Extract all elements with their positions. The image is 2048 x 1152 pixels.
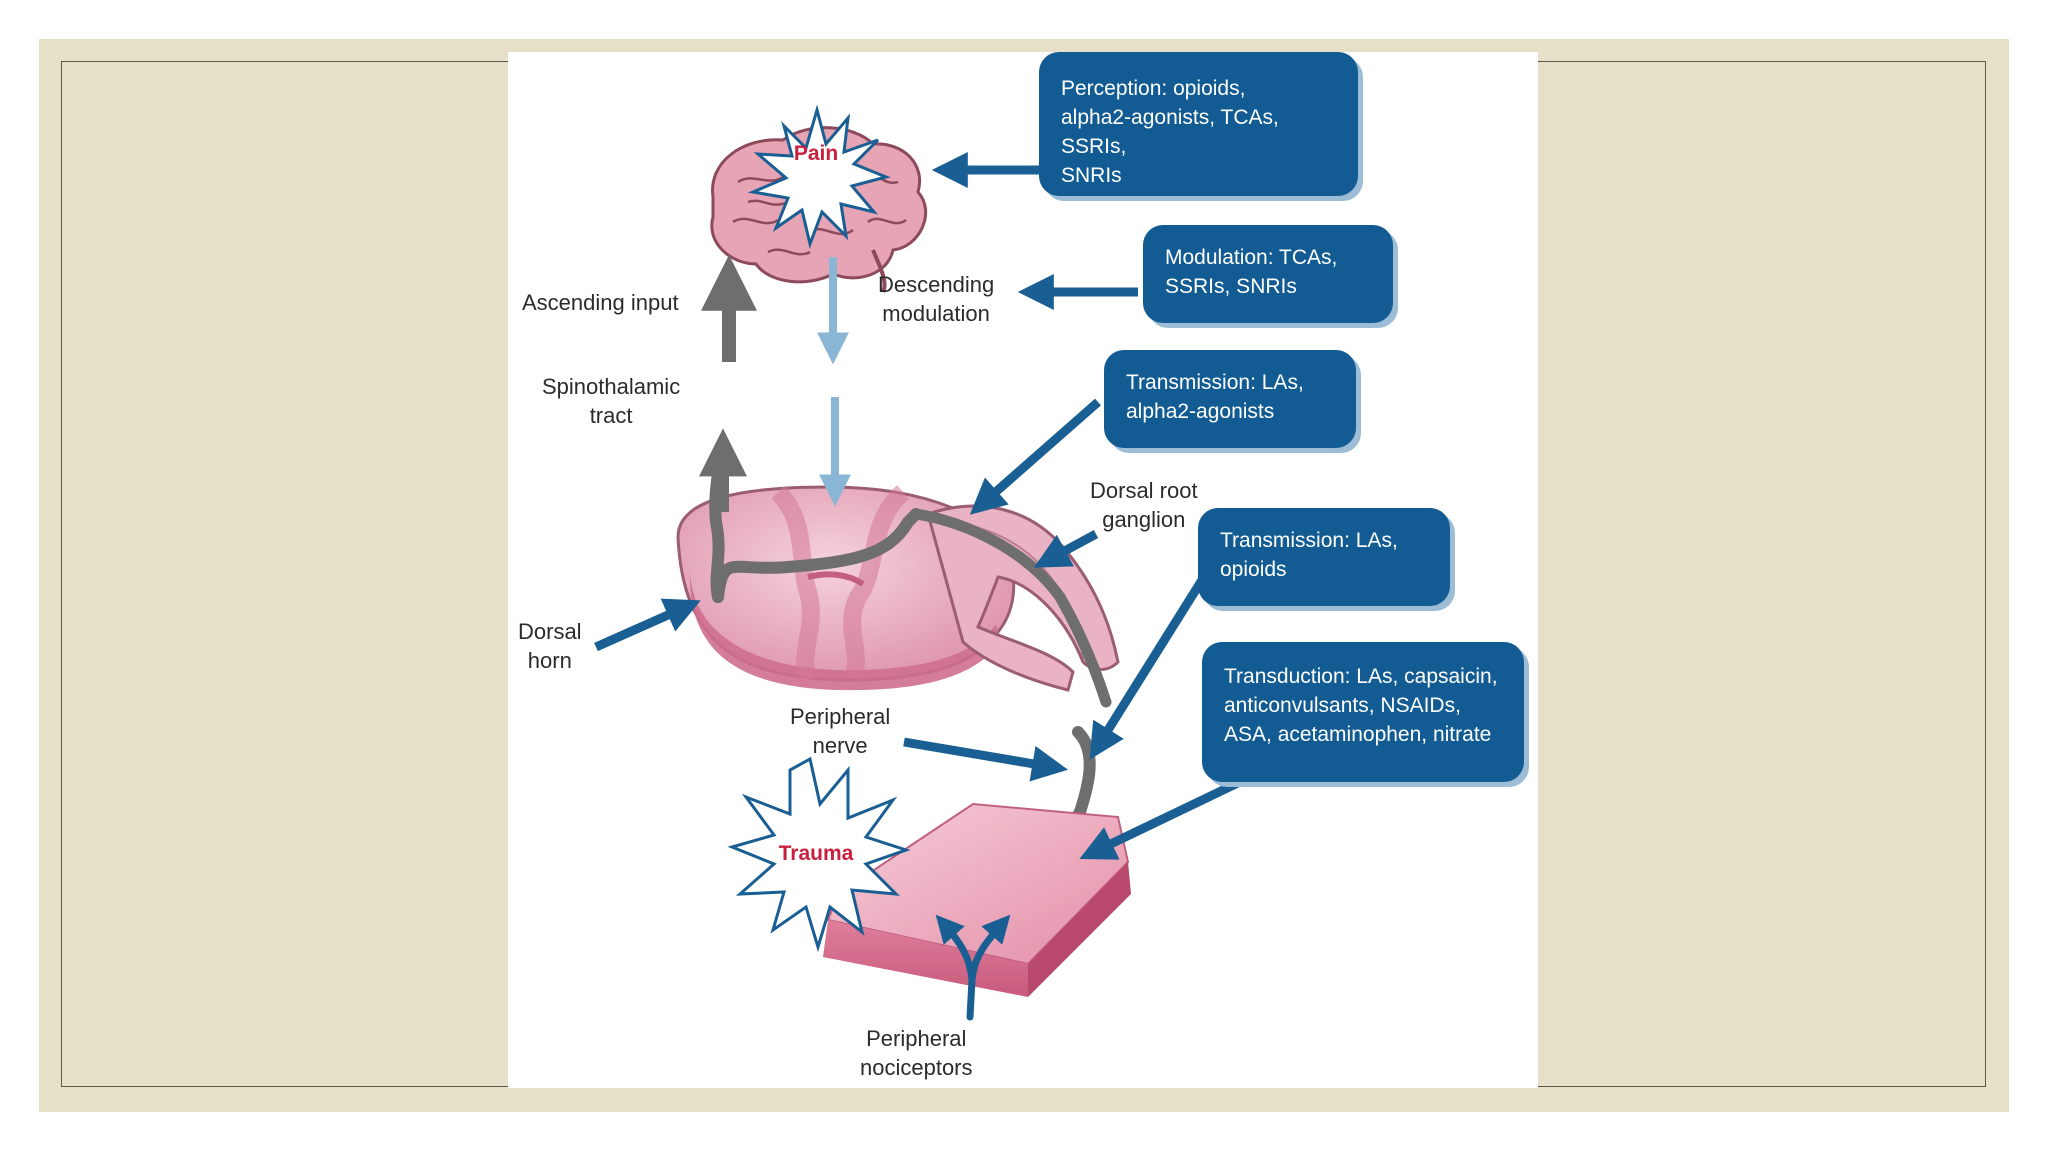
nociceptor-arrows (935, 914, 1011, 1021)
descending-modulation-line-1: Descending (878, 272, 995, 297)
ascending-input-label: Ascending input (522, 290, 679, 315)
descending-modulation-label: Descending modulation (878, 270, 994, 328)
perception-line-2: alpha2-agonists, TCAs, SSRIs, (1061, 106, 1279, 158)
descending-modulation-line-2: modulation (882, 301, 990, 326)
dorsal-horn-arrow (594, 598, 701, 652)
transmission-upper-arrow (969, 398, 1101, 515)
transmission-upper-callout: Transmission: LAs, alpha2-agonists (1104, 350, 1356, 448)
perception-line-1: Perception: opioids, (1061, 77, 1246, 100)
trauma-burst-icon (727, 756, 911, 953)
transmission-lower-line-1: Transmission: LAs, (1220, 529, 1398, 552)
modulation-callout: Modulation: TCAs, SSRIs, SNRIs (1143, 225, 1393, 323)
peripheral-nerve-label: Peripheral nerve (790, 702, 890, 760)
modulation-line-2: SSRIs, SNRIs (1165, 275, 1297, 298)
pain-label: Pain (793, 142, 839, 165)
spinal-cord-illustration (676, 485, 1120, 692)
spinothalamic-line-1: Spinothalamic (542, 374, 681, 399)
transduction-line-2: anticonvulsants, NSAIDs, (1224, 694, 1461, 717)
dorsal-root-ganglion-arrow (1033, 530, 1099, 568)
modulation-line-1: Modulation: TCAs, (1165, 246, 1338, 269)
transmission-lower-line-2: opioids (1220, 558, 1287, 581)
peripheral-nerve-arrow (903, 737, 1068, 782)
pain-burst-icon (747, 104, 891, 250)
transmission-upper-line-2: alpha2-agonists (1126, 400, 1275, 423)
peripheral-nerve-line-1: Peripheral (790, 704, 891, 729)
dorsal-horn-label: Dorsal horn (518, 617, 582, 675)
transmission-lower-arrow (1089, 577, 1206, 760)
diagram-graphics (594, 104, 1246, 1021)
pain-pathway-figure: Pain Trauma Perception: opioids, alpha2-… (508, 52, 1538, 1088)
spinothalamic-tract-label: Spinothalamic tract (542, 372, 680, 430)
transduction-callout: Transduction: LAs, capsaicin, anticonvul… (1202, 642, 1524, 782)
skin-tissue-illustration (823, 802, 1131, 997)
dorsal-horn-line-1: Dorsal (518, 619, 582, 644)
callout-arrows (594, 152, 1246, 860)
dorsal-root-line-2: ganglion (1102, 507, 1186, 532)
peripheral-nociceptors-line-2: nociceptors (860, 1055, 973, 1080)
transmission-lower-callout: Transmission: LAs, opioids (1198, 508, 1450, 606)
dorsal-horn-line-2: horn (527, 648, 572, 673)
spinothalamic-line-2: tract (589, 403, 633, 428)
dorsal-root-ganglion-label: Dorsal root ganglion (1090, 476, 1198, 534)
transduction-arrow (1079, 775, 1246, 860)
peripheral-nociceptors-line-1: Peripheral (866, 1026, 967, 1051)
trauma-label: Trauma (778, 842, 854, 865)
dorsal-root-line-1: Dorsal root (1090, 478, 1198, 503)
peripheral-nociceptors-label: Peripheral nociceptors (860, 1024, 973, 1082)
transduction-line-1: Transduction: LAs, capsaicin, (1224, 665, 1498, 688)
transmission-upper-line-1: Transmission: LAs, (1126, 371, 1304, 394)
perception-line-3: SNRIs (1061, 164, 1122, 187)
transduction-line-3: ASA, acetaminophen, nitrate (1224, 723, 1492, 746)
peripheral-nerve-line-2: nerve (812, 733, 868, 758)
perception-callout: Perception: opioids, alpha2-agonists, TC… (1039, 52, 1358, 196)
